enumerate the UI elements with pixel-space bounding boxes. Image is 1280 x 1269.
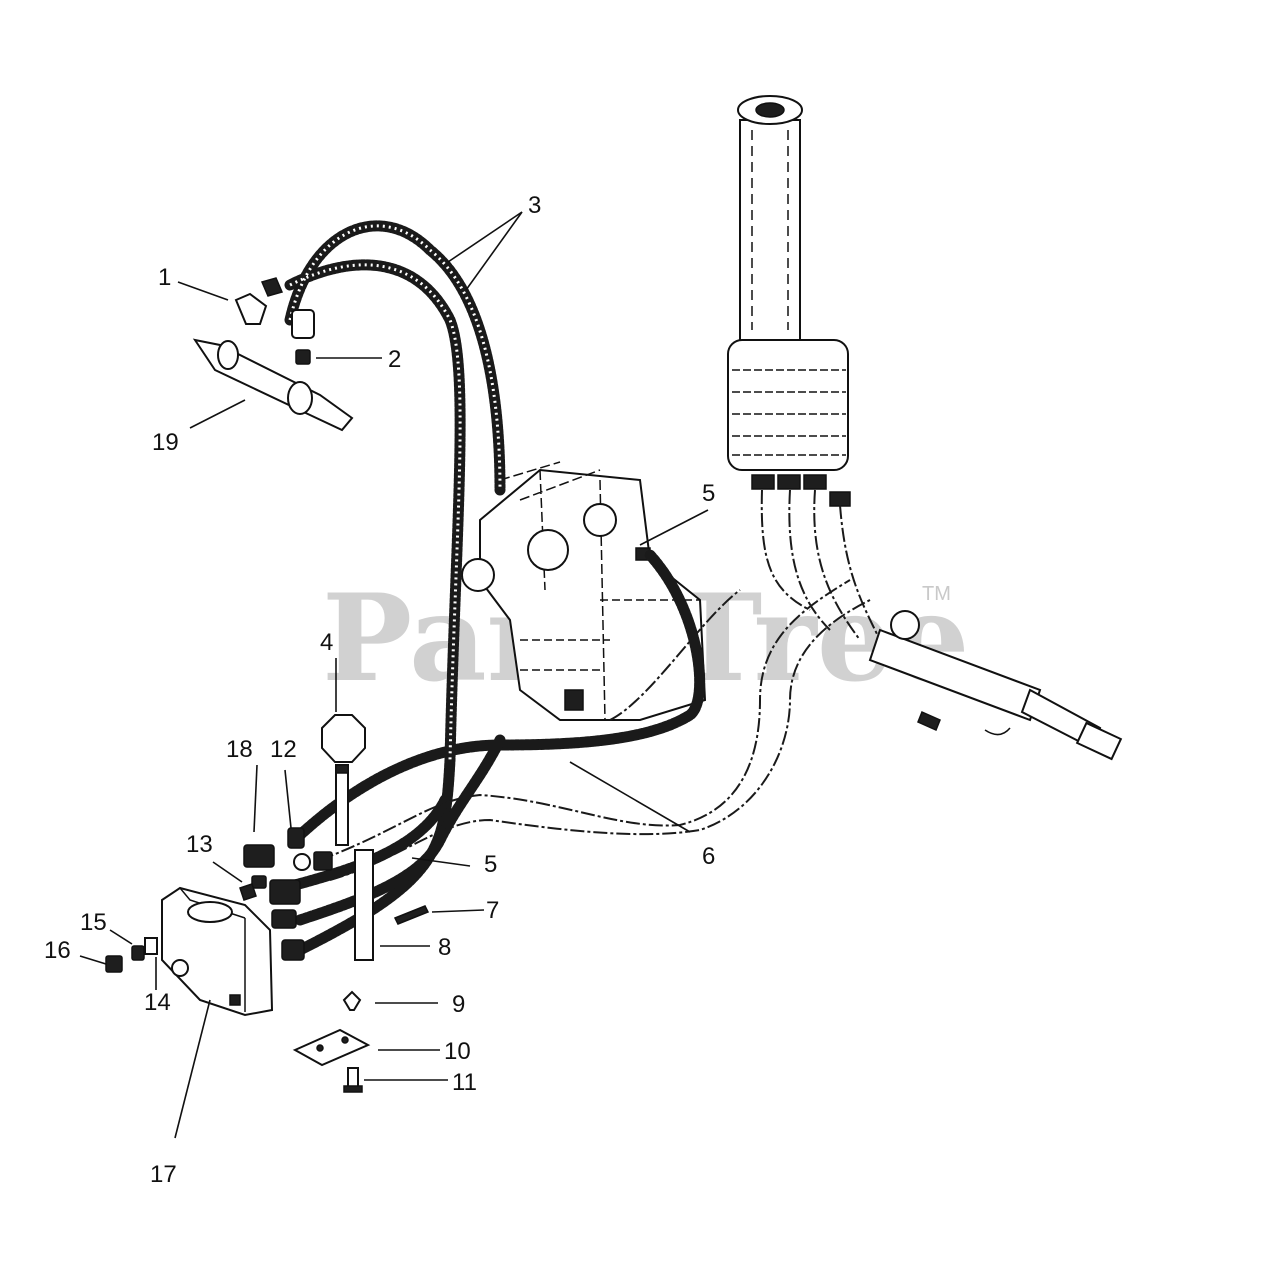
lift-cylinder	[727, 95, 851, 507]
valve-fittings	[239, 827, 333, 961]
filler-cap	[321, 714, 366, 846]
callout-2: 2	[388, 346, 401, 373]
cylinder-hoses	[760, 489, 881, 641]
callout-labels: 1 2 3 4 5 5 6 7 8 9 10 11 12 13 14 15 16…	[44, 192, 715, 1188]
callout-6: 6	[702, 843, 715, 870]
callout-16: 16	[44, 937, 71, 964]
callout-11: 11	[452, 1069, 477, 1096]
strap-and-spring	[354, 849, 430, 961]
callout-9: 9	[452, 991, 465, 1018]
callout-17: 17	[150, 1161, 177, 1188]
callout-1: 1	[158, 264, 171, 291]
watermark-trademark: TM	[922, 583, 951, 605]
control-valve	[161, 886, 274, 1017]
callout-19: 19	[152, 429, 179, 456]
callout-10: 10	[444, 1038, 471, 1065]
callout-15: 15	[80, 909, 107, 936]
callout-4: 4	[320, 629, 333, 656]
return-tubes	[319, 579, 871, 881]
callout-5-upper: 5	[702, 480, 715, 507]
callout-8: 8	[438, 934, 451, 961]
angle-cylinder	[868, 610, 1123, 761]
elbow-fitting	[234, 277, 284, 325]
adapter-fitting	[291, 309, 315, 365]
callout-7: 7	[486, 897, 499, 924]
steering-cylinder	[192, 338, 354, 432]
valve-small-parts	[105, 937, 158, 973]
callout-14: 14	[144, 989, 171, 1016]
hydraulic-hoses	[284, 220, 706, 956]
mount-hardware	[292, 990, 371, 1093]
hydraulic-pump-assembly	[461, 461, 707, 721]
callout-12: 12	[270, 736, 297, 763]
callout-3: 3	[528, 192, 541, 219]
callout-18: 18	[226, 736, 253, 763]
leader-lines	[79, 211, 709, 1139]
callout-5-lower: 5	[484, 851, 497, 878]
callout-13: 13	[186, 831, 213, 858]
